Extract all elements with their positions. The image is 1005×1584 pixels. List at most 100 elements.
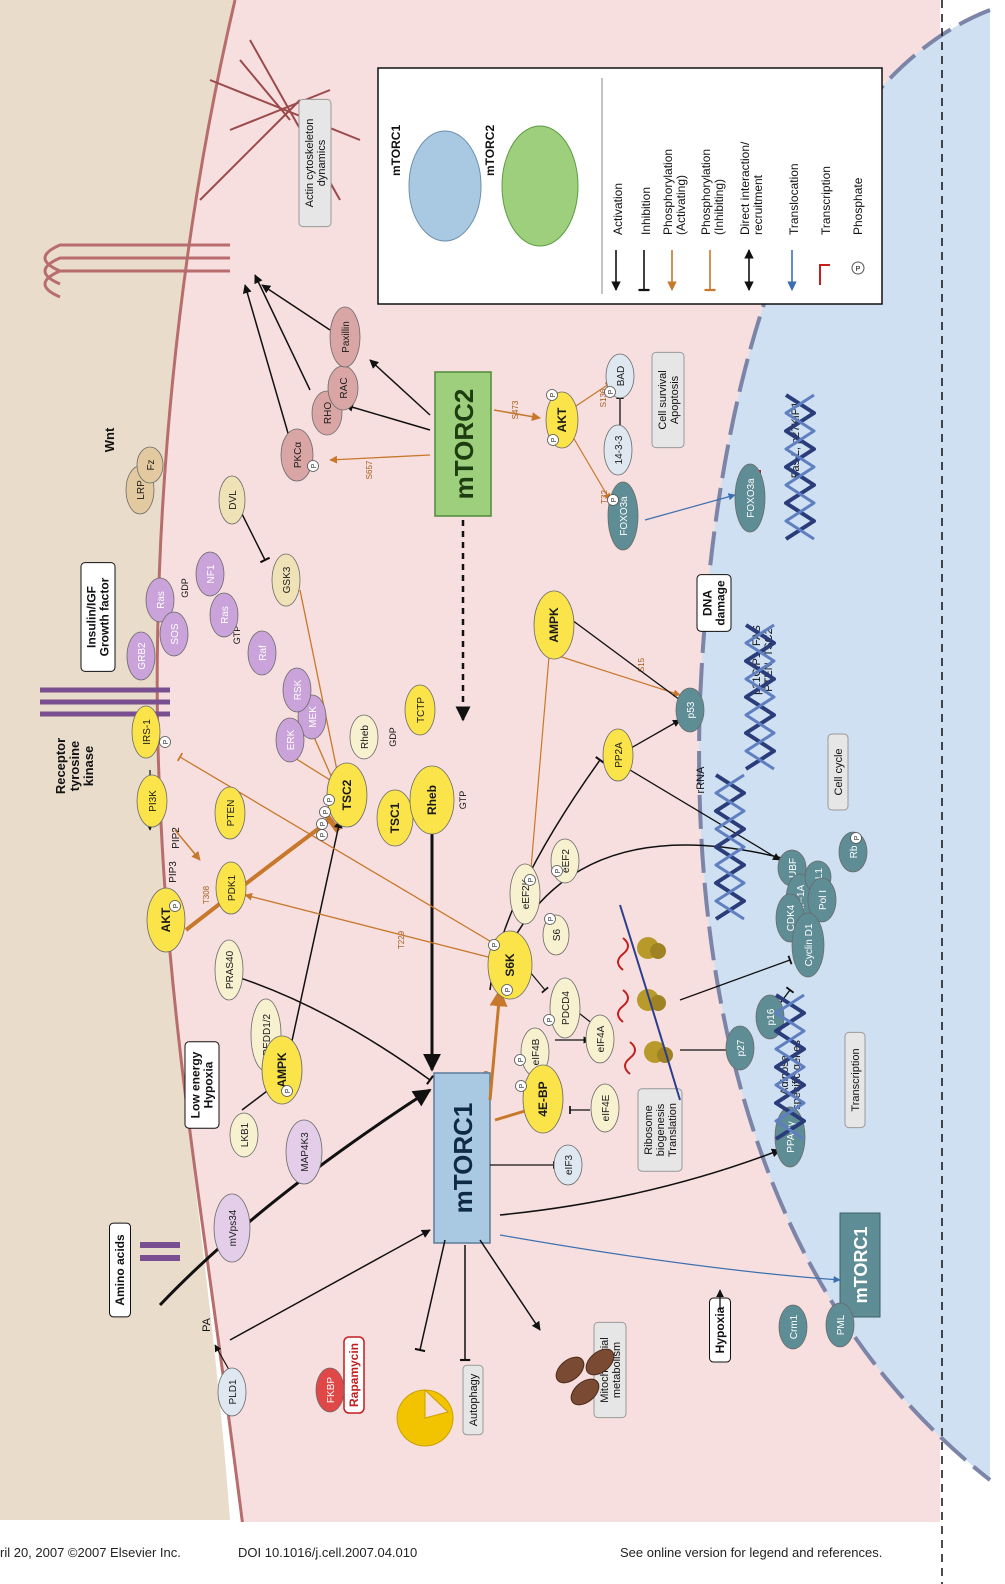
node-rac[interactable]: RAC <box>328 366 358 410</box>
svg-text:P: P <box>611 497 618 502</box>
svg-text:P: P <box>550 392 557 397</box>
node-rheb[interactable]: Rheb <box>410 766 454 834</box>
mtorc1-complex[interactable]: mTORC1 <box>434 1073 490 1243</box>
node-pras40[interactable]: PRAS40 <box>215 940 243 1000</box>
node-rsk[interactable]: RSK <box>283 668 311 712</box>
node-pdk1[interactable]: PDK1 <box>216 862 246 914</box>
svg-text:P: P <box>320 832 327 837</box>
node-crm1[interactable]: Crm1 <box>779 1305 807 1349</box>
mtorc2-complex[interactable]: mTORC2 <box>435 372 491 516</box>
phosphate-19: P <box>851 833 862 844</box>
svg-text:T229: T229 <box>397 930 406 949</box>
node-pkca[interactable]: PKCα <box>281 429 313 481</box>
phosphate-20: P <box>282 1086 293 1097</box>
svg-text:Rapamycin: Rapamycin <box>347 1343 361 1407</box>
node-label-pld1: PLD1 <box>228 1379 239 1404</box>
legend-mtorc1-title: mTORC1 <box>389 125 403 176</box>
nuclear-mtorc1-complex[interactable]: mTORC1 <box>840 1213 880 1317</box>
site-s473: S473 <box>511 400 520 419</box>
node-label-akt: AKT <box>159 907 173 932</box>
node-eif4e[interactable]: eIF4E <box>591 1084 619 1132</box>
node-pp2a[interactable]: PP2A <box>603 729 633 781</box>
node-ampk_top[interactable]: AMPK <box>534 591 574 659</box>
node-raf[interactable]: Raf <box>248 631 276 675</box>
phosphate-13: P <box>525 875 536 886</box>
svg-text:P: P <box>551 437 558 442</box>
phosphate-11: P <box>502 985 513 996</box>
node-label-s6: S6 <box>552 928 563 941</box>
node-pld1[interactable]: PLD1 <box>218 1368 246 1416</box>
svg-text:S473: S473 <box>511 400 520 419</box>
label-rrna: rRNA <box>695 766 707 794</box>
node-foxo3a[interactable]: FOXO3a <box>608 482 638 550</box>
svg-text:P: P <box>854 835 861 840</box>
node-irs1[interactable]: IRS-1 <box>132 706 160 758</box>
svg-text:P: P <box>327 797 334 802</box>
node-label-p16: p16 <box>766 1008 777 1025</box>
node-fkbp[interactable]: FKBP <box>316 1368 344 1412</box>
node-pi3k[interactable]: PI3K <box>137 775 167 827</box>
node-fourebp[interactable]: 4E-BP <box>523 1065 563 1133</box>
node-mvps34[interactable]: mVps34 <box>214 1194 250 1262</box>
node-dvl[interactable]: DVL <box>219 476 245 524</box>
node-eif3[interactable]: eIF3 <box>554 1145 582 1185</box>
node-erk[interactable]: ERK <box>276 718 304 762</box>
node-label-s1433: 14-3-3 <box>614 435 625 464</box>
node-p53[interactable]: p53 <box>676 688 704 732</box>
node-ras_gtp[interactable]: Ras <box>210 593 238 637</box>
node-akt[interactable]: AKT <box>147 888 185 952</box>
node-label-tsc1: TSC1 <box>388 802 402 833</box>
node-pten[interactable]: PTEN <box>215 787 245 839</box>
phosphate-0: P <box>308 461 319 472</box>
svg-text:T308: T308 <box>202 885 211 904</box>
stim-low-energy: Low energyHypoxia <box>185 1042 219 1128</box>
node-gsk3[interactable]: GSK3 <box>272 554 300 606</box>
node-label-akt2: AKT <box>555 407 569 432</box>
svg-text:Activation: Activation <box>611 183 625 235</box>
node-label-s6k: S6K <box>503 953 517 977</box>
node-nf1[interactable]: NF1 <box>196 552 224 596</box>
node-label-p53: p53 <box>686 701 697 718</box>
node-label-gsk3: GSK3 <box>282 566 293 593</box>
node-foxo3a_n[interactable]: FOXO3a <box>735 464 765 532</box>
node-map4k3[interactable]: MAP4K3 <box>286 1120 322 1184</box>
phosphate-6: P <box>170 901 181 912</box>
node-label-tctp: TCTP <box>416 697 427 723</box>
node-tctp[interactable]: TCTP <box>405 685 435 735</box>
node-tsc1[interactable]: TSC1 <box>377 790 413 846</box>
node-eef2k[interactable]: eEF2K <box>510 864 540 924</box>
node-label-fourebp: 4E-BP <box>536 1081 550 1116</box>
node-s1433[interactable]: 14-3-3 <box>604 425 632 475</box>
svg-text:Transcription: Transcription <box>819 166 833 235</box>
svg-text:rRNA: rRNA <box>695 766 707 794</box>
node-p27[interactable]: p27 <box>726 1026 754 1070</box>
svg-text:P: P <box>492 942 499 947</box>
node-sos[interactable]: SOS <box>160 612 188 656</box>
label-pip2: PIP2 <box>171 827 182 849</box>
node-lkb1[interactable]: LKB1 <box>230 1113 258 1157</box>
node-label-pml: PML <box>836 1314 847 1335</box>
node-paxillin[interactable]: Paxillin <box>330 307 360 367</box>
svg-text:S657: S657 <box>365 460 374 479</box>
node-eif4a[interactable]: eIF4A <box>586 1015 614 1063</box>
node-grb2[interactable]: GRB2 <box>127 632 155 680</box>
node-rheb_gdp[interactable]: Rheb <box>350 715 378 759</box>
svg-text:P: P <box>505 987 512 992</box>
svg-text:GTP: GTP <box>458 791 468 810</box>
svg-text:P: P <box>528 877 535 882</box>
svg-text:Amino acids: Amino acids <box>113 1234 127 1306</box>
box-cell-cycle: Cell cycle <box>828 734 848 810</box>
node-label-foxo3a_n: FOXO3a <box>746 478 757 518</box>
node-label-ampk_top: AMPK <box>547 607 561 643</box>
node-pdcd4[interactable]: PDCD4 <box>550 978 580 1038</box>
node-cyclin_d1[interactable]: Cyclin D1 <box>792 913 824 977</box>
stim-rapamycin: Rapamycin <box>344 1337 364 1413</box>
node-label-fz: Fz <box>146 459 157 470</box>
node-pml[interactable]: PML <box>826 1303 854 1347</box>
node-label-pras40: PRAS40 <box>225 950 236 989</box>
node-label-map4k3: MAP4K3 <box>300 1132 311 1172</box>
node-tsc2[interactable]: TSC2 <box>327 763 367 827</box>
svg-text:P: P <box>519 1083 526 1088</box>
node-fz[interactable]: Fz <box>137 447 163 483</box>
